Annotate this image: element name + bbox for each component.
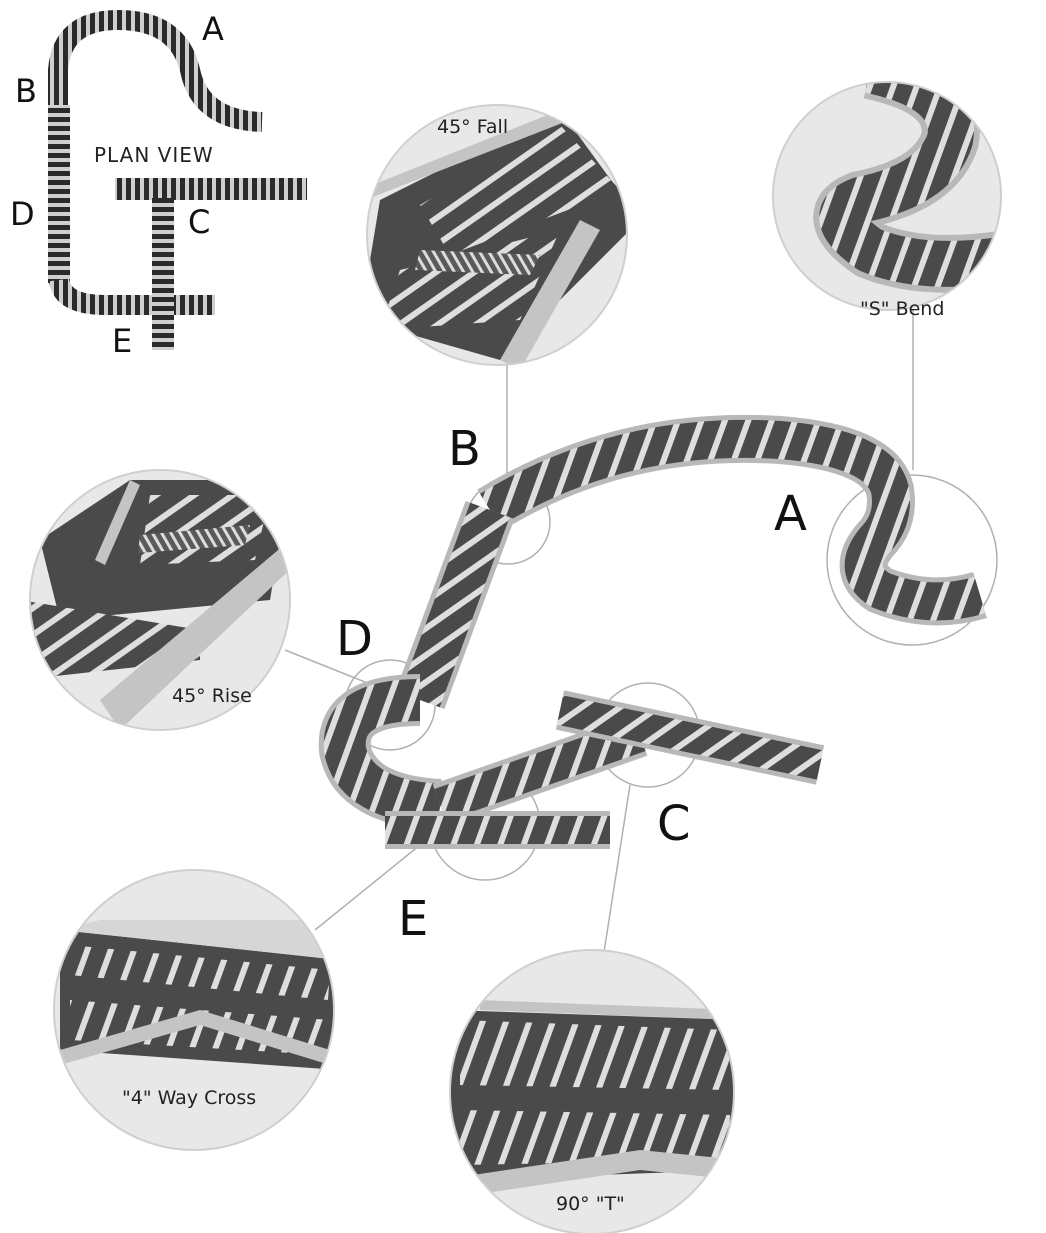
- callout-label-rise: 45° Rise: [172, 685, 252, 707]
- main-label-d: D: [336, 611, 373, 667]
- main-label-e: E: [398, 891, 428, 947]
- callout-label-s-bend: "S" Bend: [860, 298, 944, 320]
- plan-tray-e-bend: [49, 277, 215, 315]
- callout-label-cross: "4" Way Cross: [122, 1087, 256, 1109]
- main-label-c: C: [657, 796, 691, 852]
- plan-label-b: B: [15, 72, 37, 110]
- tray-tee-rungs: [556, 695, 824, 780]
- tray-bd-rungs: [400, 502, 510, 708]
- main-label-a: A: [774, 486, 807, 542]
- callout-4-way-cross: "4" Way Cross: [53, 869, 335, 1151]
- plan-view: A B D C E PLAN VIEW: [10, 9, 307, 360]
- callout-90-tee: 90° "T": [449, 949, 735, 1233]
- plan-label-c: C: [188, 203, 210, 241]
- leader-cross: [314, 844, 421, 931]
- leader-tee: [601, 784, 631, 966]
- main-label-b: B: [448, 421, 481, 477]
- callout-45-rise: 45° Rise: [29, 469, 291, 731]
- plan-label-a: A: [202, 10, 224, 48]
- plan-view-title: PLAN VIEW: [94, 143, 214, 167]
- callout-45-fall: 45° Fall: [366, 104, 628, 366]
- plan-tray-bd-run: [48, 105, 70, 283]
- callout-label-fall: 45° Fall: [437, 116, 508, 138]
- plan-tray-ce-run: [152, 198, 174, 350]
- tray-d-rungs: [323, 679, 442, 826]
- tray-a-rungs: [480, 419, 986, 621]
- tray-ec-rungs: [434, 718, 646, 822]
- plan-tray-c-run: [115, 178, 307, 200]
- leader-lines: [284, 310, 998, 966]
- callout-label-tee: 90° "T": [556, 1193, 625, 1215]
- plan-label-e: E: [112, 322, 132, 360]
- main-tray-assembly: B A D C E: [318, 414, 987, 947]
- plan-tray-a-bend: [48, 9, 263, 132]
- plan-label-d: D: [10, 195, 35, 233]
- callout-s-bend: "S" Bend: [772, 81, 1002, 320]
